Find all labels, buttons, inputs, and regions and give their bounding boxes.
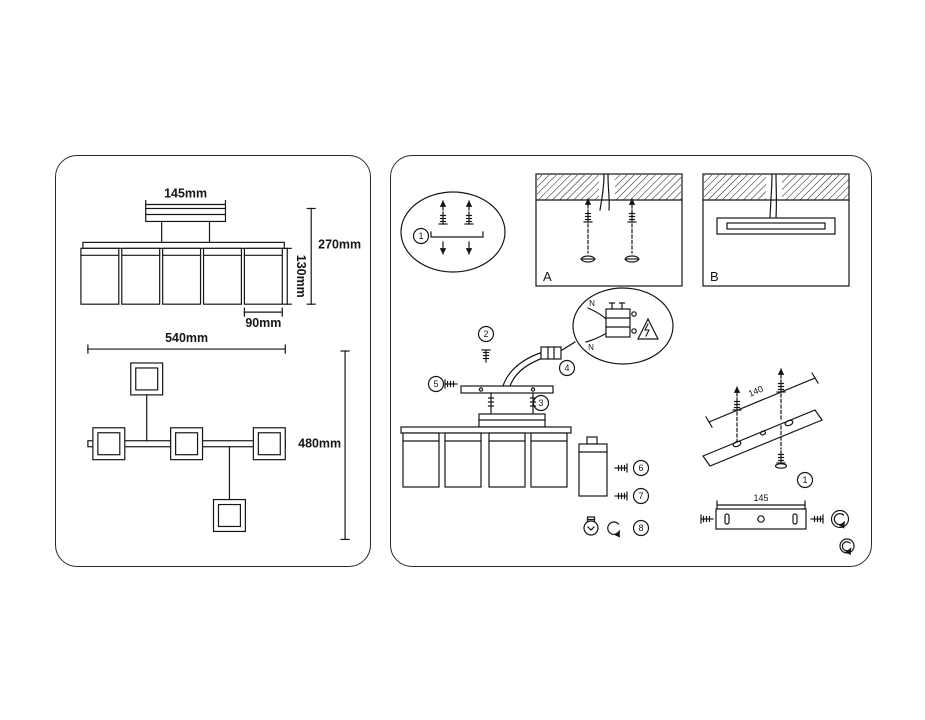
bracket-3d-detail: 140	[702, 368, 823, 489]
electric-warning-icon	[637, 317, 659, 340]
lamp-shades	[402, 432, 568, 488]
bracket-outline	[430, 231, 484, 238]
step-1-badge: 1	[412, 227, 430, 245]
wiring-assembly: 2 5	[427, 325, 576, 415]
svg-text:8: 8	[638, 523, 643, 533]
plan-width-label: 540mm	[165, 331, 208, 345]
terminal-block-detail	[605, 302, 637, 338]
step-5-badge: 5	[427, 375, 445, 393]
ceiling-hatch	[537, 175, 599, 200]
shade-height-dimension	[282, 247, 292, 305]
plan-width-dimension	[87, 344, 286, 354]
plan-shade-left	[92, 427, 126, 461]
screw-icon	[583, 198, 637, 223]
assembly-panel: 1	[390, 155, 872, 567]
zoom-leader-line	[561, 341, 576, 351]
bracket-plate	[702, 409, 823, 467]
shade-height-label: 130mm	[294, 255, 308, 298]
shade-width-dimension	[243, 307, 283, 317]
supply-wire	[607, 174, 610, 211]
threaded-rod	[487, 392, 537, 415]
screw-icon	[614, 491, 628, 501]
step1-anchor-oval: 1	[400, 191, 506, 273]
wire	[502, 352, 541, 387]
svg-text:3: 3	[538, 398, 543, 408]
wall-anchor-icon	[580, 255, 640, 263]
front-elevation: 145mm	[80, 187, 361, 330]
mount-option-b: B	[702, 173, 850, 287]
ceiling-hatch	[615, 175, 681, 200]
plan-shade-bottom	[212, 446, 246, 533]
svg-text:4: 4	[564, 363, 569, 373]
screw-icon	[444, 379, 458, 389]
screw-icon	[732, 368, 786, 411]
bracket-length-dimension	[705, 372, 819, 428]
screw-icon	[438, 200, 474, 225]
screw-icon	[700, 514, 714, 524]
wire	[585, 333, 606, 343]
light-bulb-icon	[583, 516, 599, 536]
ceiling-hatch	[704, 175, 766, 200]
plan-depth-dimension	[340, 350, 350, 541]
dimensions-panel: 145mm	[55, 155, 371, 567]
ceiling-hatch	[782, 175, 849, 200]
bracket-step-badge: 1	[796, 471, 814, 489]
svg-text:7: 7	[638, 491, 643, 501]
horizontal-arm	[82, 241, 285, 249]
step-8-badge: 8	[632, 519, 650, 537]
terminal-block-small	[540, 346, 562, 360]
svg-text:6: 6	[638, 463, 643, 473]
svg-text:5: 5	[433, 379, 438, 389]
bracket-flat-length-label: 145	[753, 493, 768, 503]
supply-wire	[599, 174, 605, 211]
plan-depth-label: 480mm	[298, 437, 341, 451]
supply-wire	[769, 174, 773, 219]
bracket-bar	[715, 508, 807, 530]
step-7-badge: 7	[632, 487, 650, 505]
total-height-dimension	[306, 207, 316, 305]
canopy-width-label: 145mm	[164, 187, 207, 201]
chandelier-assembly: 6 7	[400, 413, 650, 538]
rotate-arrow-icon	[830, 509, 850, 529]
step-4-badge: 4	[558, 359, 576, 377]
canopy-width-dimension	[145, 199, 227, 210]
bracket-flat-dimension	[716, 500, 806, 510]
svg-text:2: 2	[483, 329, 488, 339]
terminal-label-bottom: N	[588, 343, 594, 352]
rotate-arrow-icon	[607, 521, 621, 538]
mount-option-a: A	[535, 173, 683, 287]
screw-icon	[774, 450, 788, 469]
plan-view: 540mm	[87, 331, 350, 541]
detached-shade	[578, 436, 608, 497]
mount-a-label: A	[543, 269, 552, 284]
screw-icon	[614, 463, 628, 473]
plan-shade-center	[170, 427, 204, 461]
step-2-badge: 2	[477, 325, 495, 343]
bracket-flat-detail: 145	[700, 493, 855, 556]
mounting-plate	[716, 217, 836, 235]
dimensions-drawing: 145mm	[80, 187, 361, 541]
shade-width-label: 90mm	[245, 316, 281, 330]
plan-shade-top	[130, 362, 164, 442]
lamp-shades-front	[80, 247, 283, 305]
screw-icon	[810, 514, 824, 524]
wire	[509, 357, 544, 387]
plan-shade-right	[252, 427, 286, 461]
assembly-drawing: 1	[400, 173, 855, 556]
arm	[400, 426, 572, 434]
total-height-label: 270mm	[318, 237, 361, 251]
mounting-bar	[460, 385, 554, 394]
svg-text:1: 1	[802, 475, 807, 485]
step-6-badge: 6	[632, 459, 650, 477]
step-3-badge: 3	[532, 394, 550, 412]
wire	[587, 307, 607, 320]
rotate-arrow-icon	[839, 538, 855, 556]
bracket-length-label: 140	[747, 384, 765, 399]
mount-b-label: B	[710, 269, 719, 284]
screw-icon	[481, 349, 491, 363]
terminal-label-top: N	[589, 299, 595, 308]
terminal-detail-oval: N N	[572, 287, 674, 365]
svg-text:1: 1	[418, 231, 423, 241]
